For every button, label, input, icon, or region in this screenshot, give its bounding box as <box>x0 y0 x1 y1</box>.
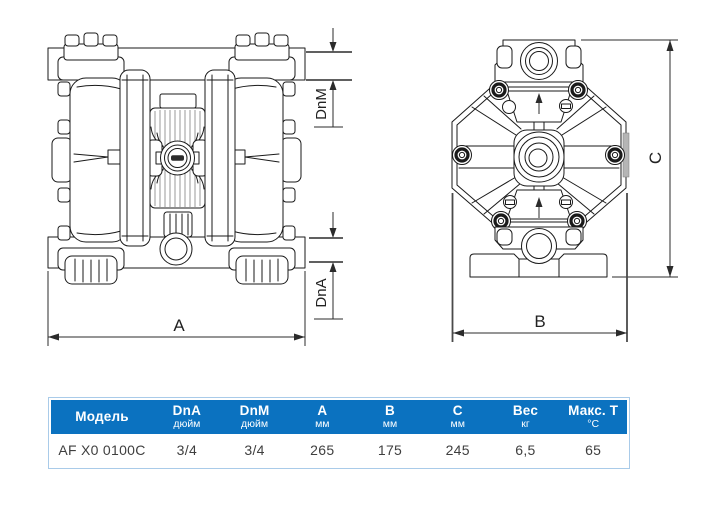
cell-model: AF X0 0100C <box>58 442 146 458</box>
bottom-port-circle <box>521 228 557 264</box>
col-header-dnm: DnM дюйм <box>239 403 270 430</box>
bottom-port-cap-left <box>57 247 125 285</box>
housing-bolts <box>452 80 625 231</box>
pump-side-view <box>451 39 630 278</box>
cell-c: 245 <box>445 442 470 458</box>
col-header-c: C мм <box>450 403 465 430</box>
cell-weight: 6,5 <box>515 442 536 458</box>
clamp-band-left <box>119 69 151 247</box>
cell-b: 175 <box>377 442 403 458</box>
top-port-cap-left <box>57 32 125 81</box>
spec-table: Модель DnA дюйм DnM дюйм A мм B мм C мм <box>48 397 630 469</box>
col-header-b: B мм <box>382 403 398 430</box>
dim-c: C <box>581 39 678 278</box>
front-view-dimensions: DnM DnA A <box>47 28 352 346</box>
pump-front-view <box>47 32 306 285</box>
muffler <box>163 211 193 238</box>
bottom-port-cap-right <box>228 247 296 285</box>
drain-port <box>159 232 193 266</box>
air-motor-body <box>146 93 209 209</box>
flow-arrow-up-icon <box>535 197 543 218</box>
dnm-label: DnM <box>313 88 330 120</box>
diaphragm-chamber-left <box>51 77 129 243</box>
screw-slotted-bottom-left <box>503 195 517 209</box>
top-port-cap-right <box>228 32 296 81</box>
col-header-max-temp: Макс. Т °C <box>568 403 619 430</box>
cell-max-temp: 65 <box>585 442 602 458</box>
spec-table-row: AF X0 0100C 3/4 3/4 265 175 245 6,5 65 <box>51 434 627 466</box>
technical-drawing: DnM DnA A <box>47 28 678 346</box>
cell-dna: 3/4 <box>176 442 198 458</box>
c-label: C <box>646 152 665 164</box>
screw-slotted-top <box>559 99 573 113</box>
b-label: B <box>534 312 545 331</box>
side-bottom-port <box>494 226 584 250</box>
dim-b: B <box>451 193 628 342</box>
side-view-dimensions: C B <box>451 39 678 342</box>
screw-slotted-bottom-right <box>559 195 573 209</box>
side-center-hub <box>513 129 565 187</box>
flow-arrow-up-icon <box>535 93 543 114</box>
dim-dna: DnA <box>309 212 343 320</box>
spec-table-header: Модель DnA дюйм DnM дюйм A мм B мм C мм <box>51 400 627 434</box>
cell-dnm: 3/4 <box>244 442 265 458</box>
col-header-a: A мм <box>315 403 330 430</box>
col-header-model: Модель <box>75 408 129 424</box>
col-header-weight: Вес кг <box>512 403 539 430</box>
screw-plain <box>502 100 516 114</box>
side-top-port <box>494 39 584 83</box>
clamp-band-right <box>204 69 236 247</box>
cell-a: 265 <box>310 442 335 458</box>
dim-a: A <box>47 271 306 346</box>
diaphragm-chamber-right <box>224 77 302 243</box>
col-header-dna: DnA дюйм <box>172 403 202 430</box>
a-label: A <box>173 316 185 335</box>
dna-label: DnA <box>313 278 330 307</box>
base-foot <box>469 253 608 278</box>
dim-dnm: DnM <box>306 28 352 128</box>
